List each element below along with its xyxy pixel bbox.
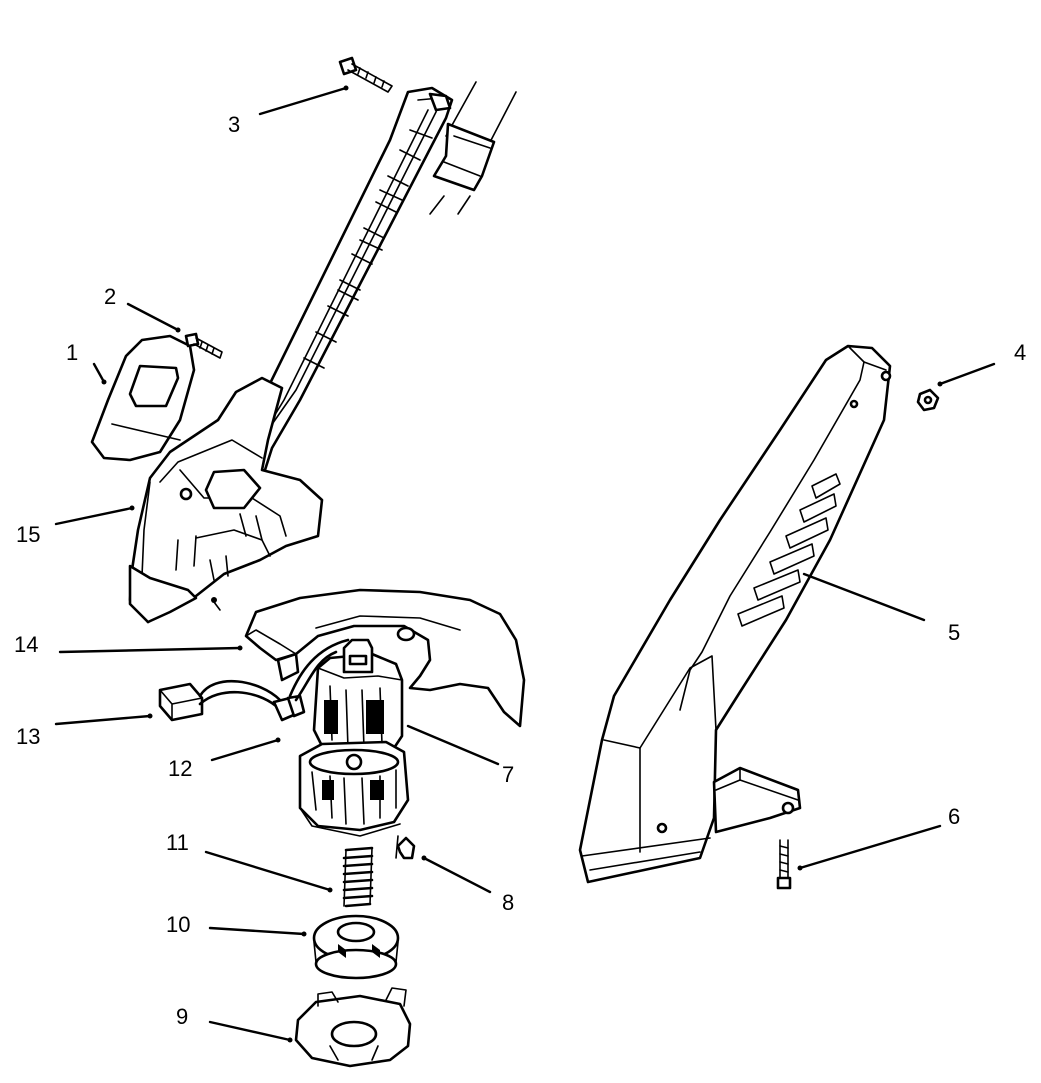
callout-3: 3 bbox=[228, 112, 240, 137]
callout-5: 5 bbox=[948, 620, 960, 645]
part-6-screw bbox=[776, 839, 792, 890]
callout-8: 8 bbox=[502, 890, 514, 915]
callout-2: 2 bbox=[104, 284, 116, 309]
part-4-nut bbox=[916, 388, 940, 412]
callout-1: 1 bbox=[66, 340, 78, 365]
part-15-upper-housing bbox=[128, 86, 454, 624]
shaft-tube bbox=[429, 81, 517, 215]
part-2-screw bbox=[184, 332, 223, 359]
part-13-connector bbox=[158, 679, 282, 722]
part-9-cover bbox=[294, 987, 412, 1068]
leader-lines bbox=[54, 85, 996, 1043]
callout-4: 4 bbox=[1014, 340, 1026, 365]
callout-13: 13 bbox=[16, 724, 40, 749]
part-5-lower-housing bbox=[578, 344, 892, 884]
callout-11: 11 bbox=[166, 830, 189, 855]
callout-9: 9 bbox=[176, 1004, 188, 1029]
callout-labels: 1 2 3 4 5 6 7 8 9 10 11 12 13 14 15 bbox=[14, 112, 1026, 1029]
callout-7: 7 bbox=[502, 762, 514, 787]
part-1-label bbox=[90, 334, 196, 462]
callout-12: 12 bbox=[168, 756, 192, 781]
part-11-spring bbox=[342, 846, 374, 908]
callout-14: 14 bbox=[14, 632, 38, 657]
part-7-motor bbox=[298, 638, 410, 837]
part-3-screw bbox=[338, 56, 393, 93]
part-8-clip bbox=[395, 835, 416, 860]
callout-15: 15 bbox=[16, 522, 40, 547]
part-10-spool bbox=[312, 914, 400, 980]
callout-10: 10 bbox=[166, 912, 190, 937]
part-12-wire-terminals bbox=[272, 638, 350, 722]
part-14-guard bbox=[211, 588, 526, 728]
callout-6: 6 bbox=[948, 804, 960, 829]
